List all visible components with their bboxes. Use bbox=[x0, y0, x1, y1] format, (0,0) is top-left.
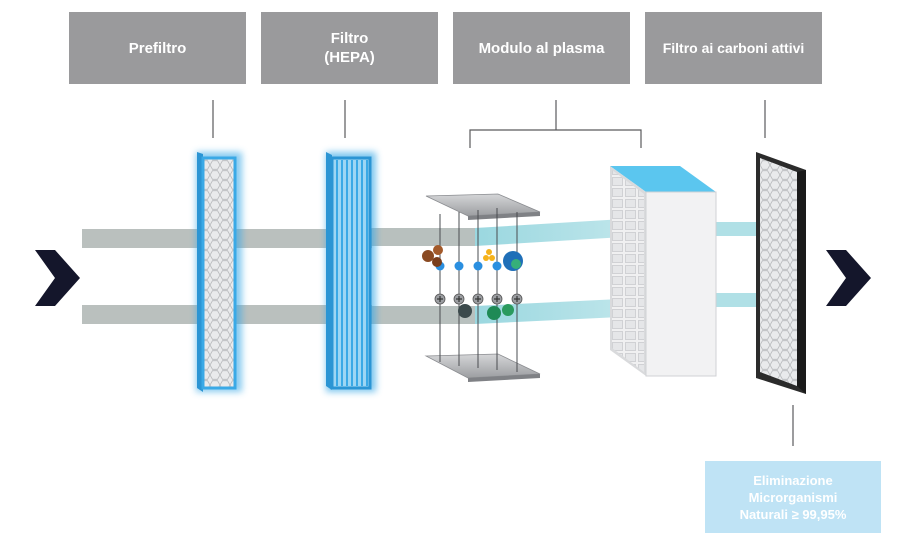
stage-label-hepa: Filtro (HEPA) bbox=[261, 12, 438, 84]
inflow-arrow-icon bbox=[35, 250, 80, 306]
stage-label-prefilter: Prefiltro bbox=[69, 12, 246, 84]
leader-lines bbox=[212, 100, 794, 446]
result-label: Eliminazione Microrganismi Naturali ≥ 99… bbox=[705, 461, 881, 533]
stage-label-carbon: Filtro ai carboni attivi bbox=[645, 12, 822, 84]
carbon-filter-panel bbox=[756, 152, 806, 394]
plasma-module bbox=[422, 193, 541, 382]
pollutant-particles bbox=[422, 245, 523, 320]
hepa-panel bbox=[326, 152, 376, 392]
prefilter-panel bbox=[196, 152, 242, 392]
grid-filter-block bbox=[610, 166, 717, 377]
stage-label-plasma: Modulo al plasma bbox=[453, 12, 630, 84]
outflow-arrow-icon bbox=[826, 250, 871, 306]
